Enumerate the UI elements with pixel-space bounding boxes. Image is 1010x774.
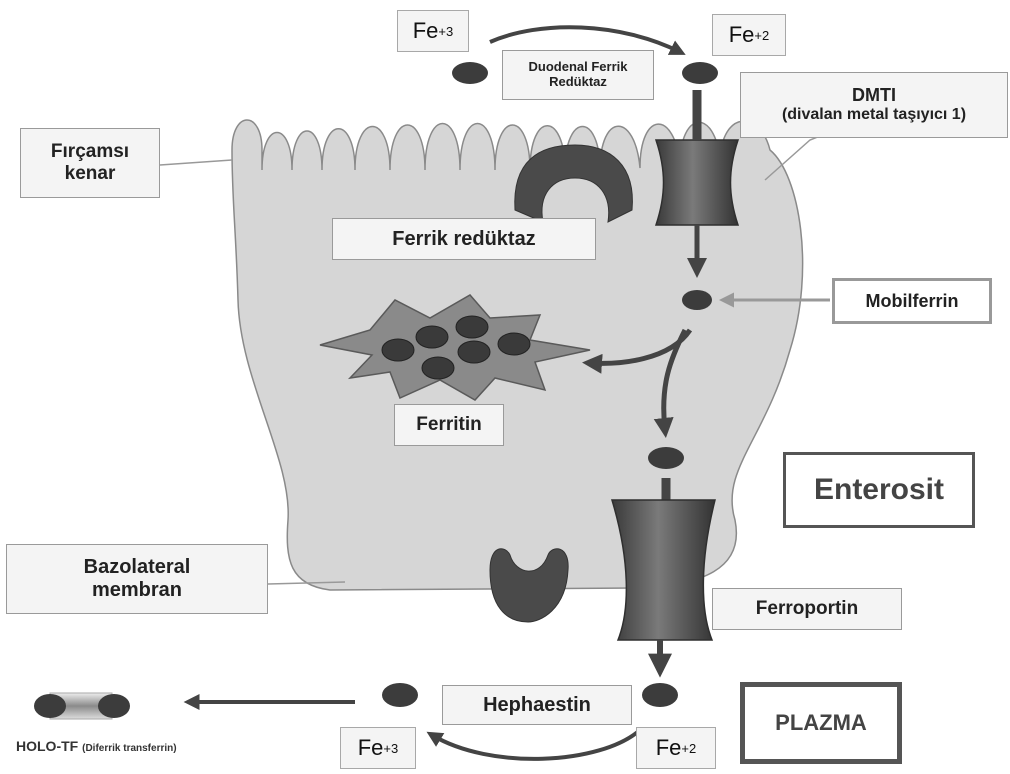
iron-ion-fe3-bottom [382, 683, 418, 707]
plasma-label: PLAZMA [740, 682, 902, 764]
brush-border-label: Fırçamsı kenar [20, 128, 160, 198]
fe3-bottom-label: Fe+3 [340, 727, 416, 769]
ferritin-iron-2 [416, 326, 448, 348]
duodenal-ferric-reductase-label: Duodenal Ferrik Redüktaz [502, 50, 654, 100]
hephaestin-label: Hephaestin [442, 685, 632, 725]
mobilferrin-label: Mobilferrin [832, 278, 992, 324]
iron-ion-fe2-top [682, 62, 718, 84]
fe2-bottom-label: Fe+2 [636, 727, 716, 769]
oxidation-arrow-bottom [432, 730, 640, 759]
iron-ion-fe3-top [452, 62, 488, 84]
fe3-top-label: Fe+3 [397, 10, 469, 52]
iron-basolateral [648, 447, 684, 469]
ferric-reductase-label: Ferrik redüktaz [332, 218, 596, 260]
iron-ion-fe2-bottom [642, 683, 678, 707]
dmt1-transporter [656, 140, 738, 225]
ferritin-label: Ferritin [394, 404, 504, 446]
holo-tf-label: HOLO-TF (Diferrik transferrin) [16, 738, 177, 754]
fe2-top-label: Fe+2 [712, 14, 786, 56]
iron-mobilferrin [682, 290, 712, 310]
brush-border-leader [160, 160, 232, 165]
ferritin-iron-5 [498, 333, 530, 355]
holo-tf-note: (Diferrik transferrin) [82, 743, 176, 754]
enterocyte-label: Enterosit [783, 452, 975, 528]
reduction-arrow-top [490, 27, 680, 52]
ferroportin-label: Ferroportin [712, 588, 902, 630]
ferroportin-transporter [612, 500, 715, 640]
ferritin-iron-6 [422, 357, 454, 379]
ferritin-iron-1 [382, 339, 414, 361]
basolateral-membrane-label: Bazolateral membran [6, 544, 268, 614]
dmt1-label: DMTI (divalan metal taşıyıcı 1) [740, 72, 1008, 138]
transferrin-iron-1 [34, 694, 66, 718]
ferritin-iron-4 [458, 341, 490, 363]
ferritin-iron-3 [456, 316, 488, 338]
transferrin-iron-2 [98, 694, 130, 718]
